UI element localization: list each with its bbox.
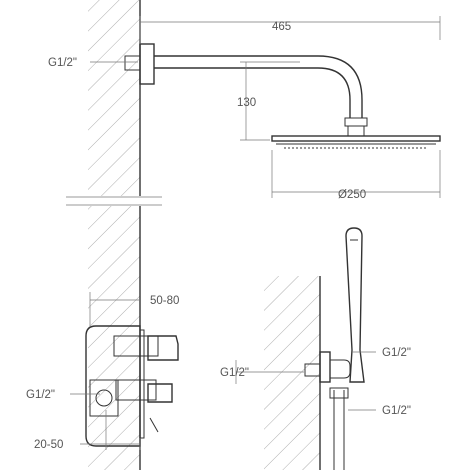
recess-depth-label: 50-80 xyxy=(150,295,179,307)
upper-wall xyxy=(88,0,141,196)
arm-length-label: 465 xyxy=(272,21,291,33)
valve-cover-and-handles xyxy=(113,329,179,439)
wall-break-marks xyxy=(66,196,162,206)
drop-height-dimension: 130 xyxy=(237,61,300,141)
arm-length-dimension: 465 xyxy=(139,16,441,44)
head-diameter-dimension: Ø250 xyxy=(271,150,441,201)
drop-height-label: 130 xyxy=(237,97,256,109)
cover-depth-dimension: 20-50 xyxy=(34,410,141,451)
top-thread-label: G1/2" xyxy=(48,57,77,69)
valve-thread-callout: G1/2" xyxy=(26,389,100,401)
cover-depth-label: 20-50 xyxy=(34,439,63,451)
wall-elbow xyxy=(304,351,351,383)
hand-shower xyxy=(345,227,365,383)
wall-flange xyxy=(124,43,155,85)
elbow-thread-label: G1/2" xyxy=(382,347,411,359)
recess-depth-dimension: 50-80 xyxy=(89,292,179,326)
holder-thread-callout: G1/2" xyxy=(220,360,304,384)
hose-thread-label: G1/2" xyxy=(382,405,411,417)
shower-head xyxy=(271,135,441,149)
hose-thread-callout: G1/2" xyxy=(348,405,411,417)
shower-arm xyxy=(154,55,368,137)
holder-thread-label: G1/2" xyxy=(220,367,249,379)
head-diameter-label: Ø250 xyxy=(338,189,366,201)
valve-thread-label: G1/2" xyxy=(26,389,55,401)
right-wall xyxy=(264,276,321,470)
hose xyxy=(329,387,349,470)
concealed-valve-body xyxy=(85,325,141,447)
elbow-thread-callout: G1/2" xyxy=(352,347,411,359)
top-thread-callout: G1/2" xyxy=(48,57,138,69)
